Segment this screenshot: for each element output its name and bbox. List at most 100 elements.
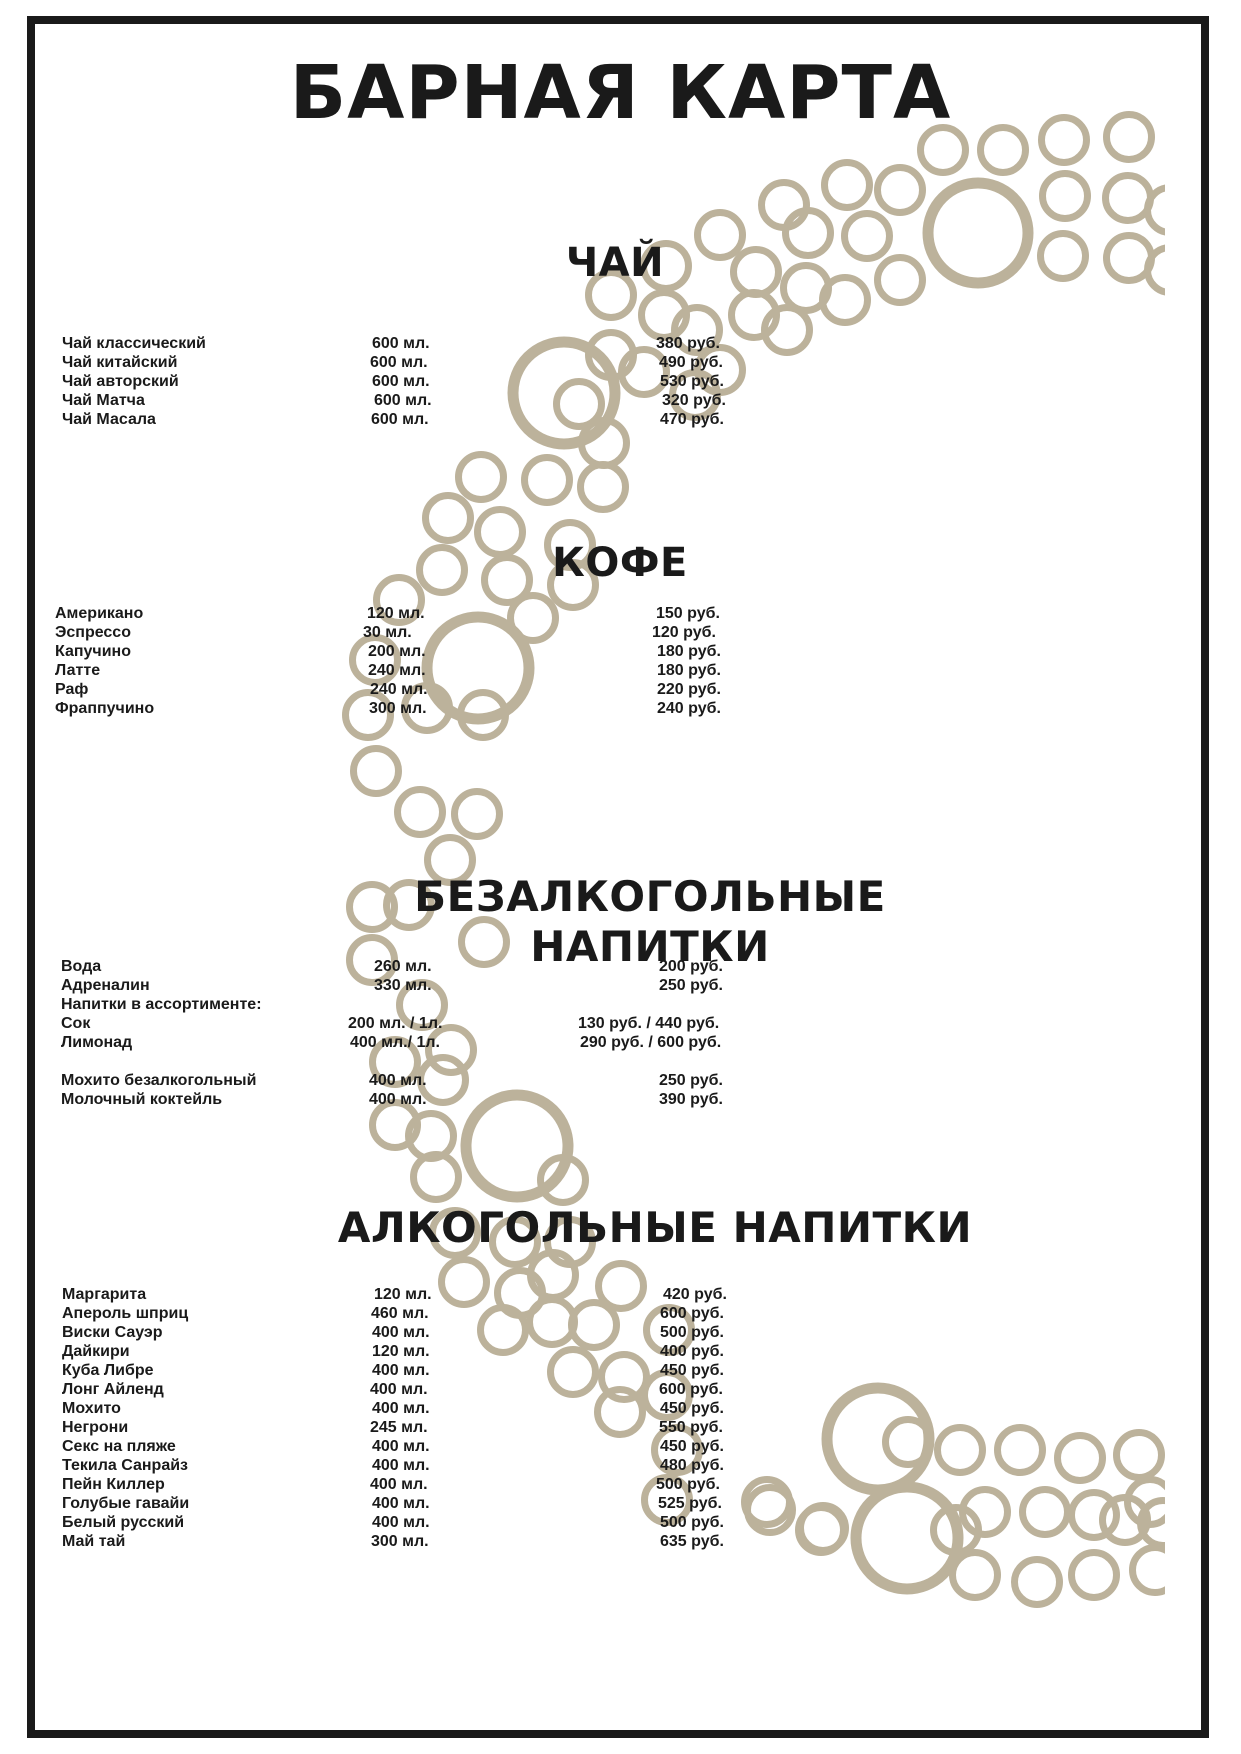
decorative-ring [1103,111,1155,163]
decorative-ring [761,304,813,356]
decorative-ring [618,346,670,398]
section-heading-tea: ЧАЙ [565,240,665,286]
decorative-ring [1129,1544,1165,1596]
section-heading-alcoholic-drinks: АЛКОГОЛЬНЫЕ НАПИТКИ [337,1203,973,1252]
decorative-ring [669,369,721,421]
list-item: Напитки в ассортименте: [61,996,262,1013]
decorative-ring [455,451,507,503]
decorative-ring [416,544,468,596]
decorative-ring [1019,1486,1071,1538]
decorative-ring [429,1207,481,1259]
decorative-ring [477,1304,529,1356]
decorative-ring [638,289,690,341]
decorative-ring [438,1256,490,1308]
decorative-ring [474,506,526,558]
decorative-ring [595,1260,647,1312]
decorative-ring [346,934,398,986]
decorative-ring [1038,114,1090,166]
decorative-ring [949,1549,1001,1601]
decorative-ring [598,1351,650,1403]
decorative-ring-large [922,177,1034,289]
decorative-ring [507,592,559,644]
decorative-ring [640,240,692,292]
decorative-ring [819,274,871,326]
decorative-ring [651,1424,703,1476]
decorative-ring [643,1304,695,1356]
decorative-ring [396,979,448,1031]
decorative-ring [585,269,637,321]
decorative-ring [383,879,435,931]
decorative-ring [422,492,474,544]
decorative-ring [350,745,402,797]
decorative-ring [1054,1432,1106,1484]
decorative-ring [458,916,510,968]
decorative-ring [1068,1549,1120,1601]
decorative-ring [369,1036,421,1088]
page-border [27,16,1209,1738]
decorative-ring [481,554,533,606]
decorative-ring [1144,184,1165,236]
decorative-ring [417,1054,469,1106]
decorative-ring [934,1424,986,1476]
decorative-ring [346,881,398,933]
decorative-ring [641,1369,693,1421]
decorative-ring [641,1474,693,1526]
decorative-ring [342,689,394,741]
decorative-ring [1039,170,1091,222]
decorative-ring-large [460,1089,574,1203]
decorative-ring [917,124,969,176]
decorative-ring [425,1024,477,1076]
decorative-ring [394,786,446,838]
decorative-ring [521,454,573,506]
decorative-ring [1113,1429,1165,1481]
decorative-ring [1068,1489,1120,1541]
decorative-ring [594,1386,646,1438]
decorative-ring [349,634,401,686]
decorative-ring [451,788,503,840]
decorative-ring [544,519,596,571]
decorative-ring [994,1424,1046,1476]
decorative-ring [795,1504,847,1556]
decorative-ring [694,209,746,261]
decorative-ring [568,1299,620,1351]
decorative-ring [373,574,425,626]
decorative-ring [369,1099,421,1151]
decorative-ring [874,254,926,306]
decorative-ring-large [421,611,535,725]
decorative-ring [489,1216,541,1268]
decorative-ring [744,1484,796,1536]
menu-title: БАРНАЯ КАРТА [289,50,952,136]
decorative-ring [841,210,893,262]
decorative-ring [671,304,723,356]
decorative-ring [977,124,1029,176]
